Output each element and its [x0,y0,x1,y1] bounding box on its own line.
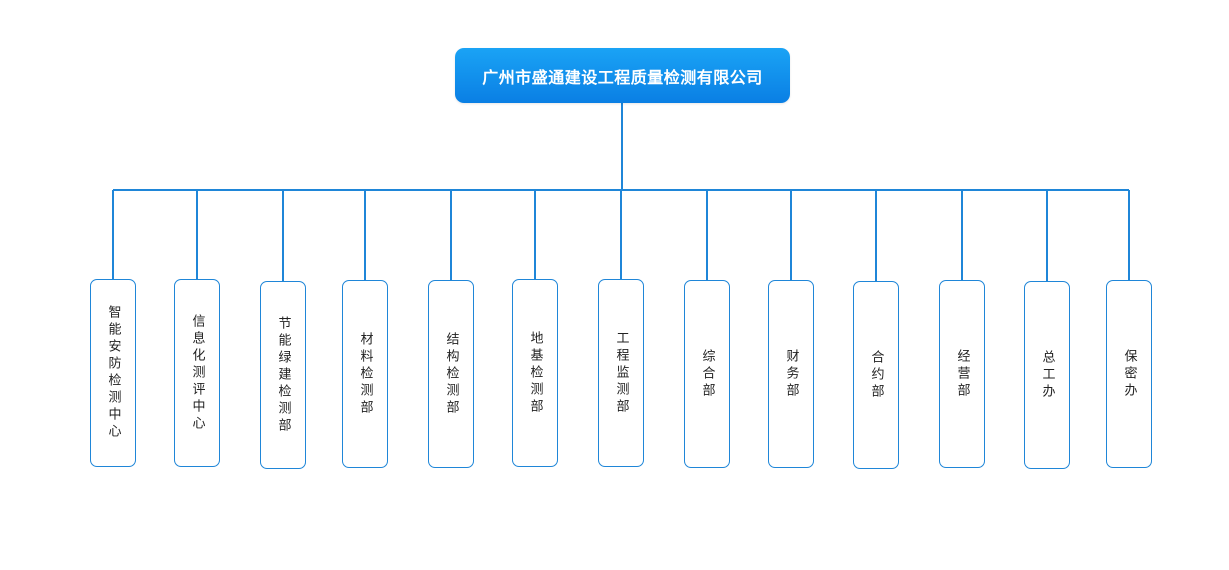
dept-label: 保密办 [1121,348,1137,400]
dept-node-zonghe[interactable]: 综合部 [684,280,730,468]
dept-node-jiegou[interactable]: 结构检测部 [428,280,474,468]
dept-node-jingying[interactable]: 经营部 [939,280,985,468]
root-company-node[interactable]: 广州市盛通建设工程质量检测有限公司 [455,48,790,103]
dept-label: 合约部 [868,349,884,401]
dept-node-caiwu[interactable]: 财务部 [768,280,814,468]
dept-node-jieneng[interactable]: 节能绿建检测部 [260,281,306,469]
dept-node-jiance[interactable]: 工程监测部 [598,279,644,467]
dept-label: 经营部 [954,348,970,400]
dept-node-diji[interactable]: 地基检测部 [512,279,558,467]
dept-node-cailiao[interactable]: 材料检测部 [342,280,388,468]
dept-node-xinxihua[interactable]: 信息化测评中心 [174,279,220,467]
dept-label: 材料检测部 [357,331,373,417]
dept-node-anfang[interactable]: 智能安防检测中心 [90,279,136,467]
dept-label: 综合部 [699,348,715,400]
dept-node-zonggong[interactable]: 总工办 [1024,281,1070,469]
dept-label: 工程监测部 [613,330,629,416]
dept-node-heyue[interactable]: 合约部 [853,281,899,469]
dept-node-baomi[interactable]: 保密办 [1106,280,1152,468]
dept-label: 总工办 [1039,349,1055,401]
dept-label: 节能绿建检测部 [275,315,291,435]
dept-label: 信息化测评中心 [189,313,205,433]
root-company-label: 广州市盛通建设工程质量检测有限公司 [482,67,763,87]
dept-label: 地基检测部 [527,330,543,416]
dept-label: 智能安防检测中心 [105,305,121,441]
dept-label: 结构检测部 [443,331,459,417]
dept-label: 财务部 [783,348,799,400]
